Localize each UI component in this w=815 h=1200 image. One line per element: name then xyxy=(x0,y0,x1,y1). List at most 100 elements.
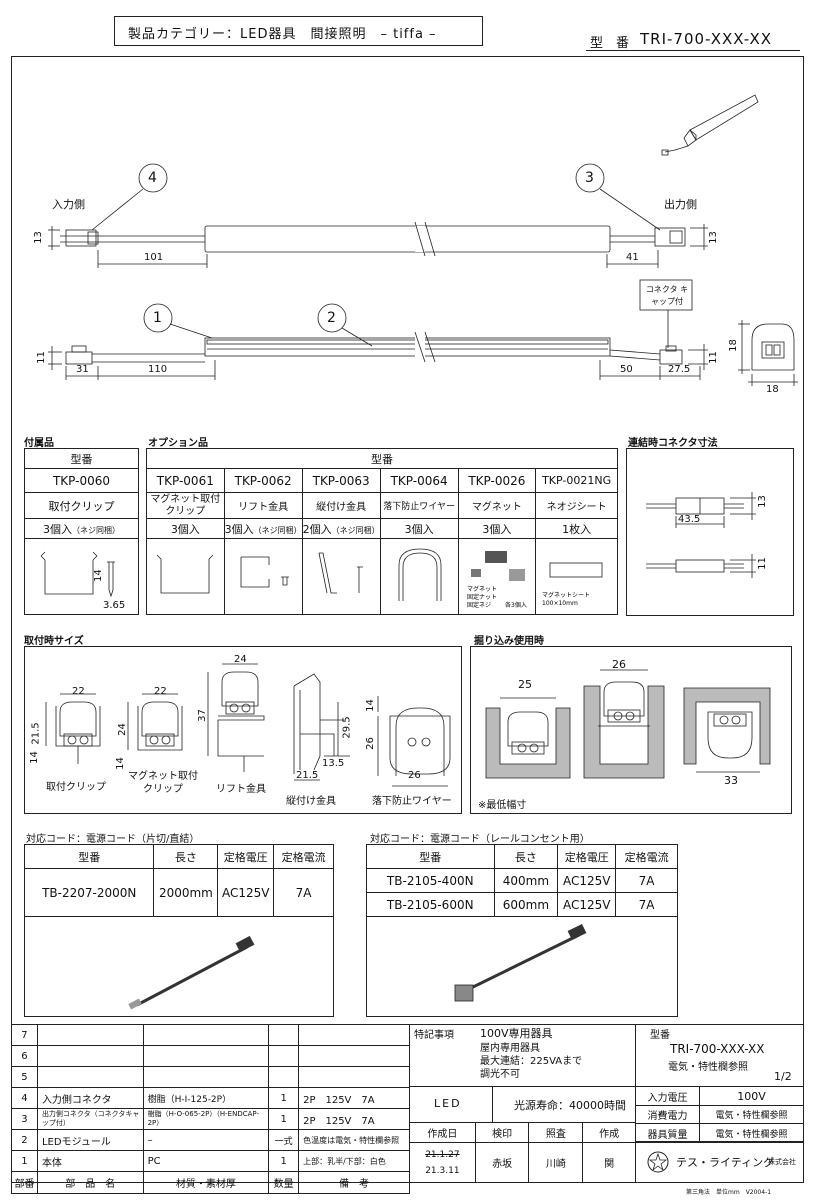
opt-model-0: TKP-0061 xyxy=(146,468,225,493)
part-qty-5 xyxy=(268,1066,300,1088)
parts-h0: 部番 xyxy=(11,1171,38,1194)
main-drawing xyxy=(48,94,798,386)
acc-qty: 3個入 xyxy=(43,522,72,536)
recessed-w26: 26 xyxy=(612,658,626,671)
tb-spec-label-2: 器具質量 xyxy=(635,1123,700,1143)
approval-date-cell: 21.1.27 21.3.11 xyxy=(409,1142,476,1183)
opt-qty-value-3: 3個入 xyxy=(404,522,434,536)
output-side-label: 出力側 xyxy=(664,198,697,211)
acc-dim-14: 14 xyxy=(93,569,104,582)
part-note-5 xyxy=(298,1066,410,1088)
cord-left-r0-c3: 7A xyxy=(273,868,334,917)
recessed-sketch xyxy=(485,669,771,779)
dim-110: 110 xyxy=(148,364,168,375)
part-qty-3: 1 xyxy=(268,1108,300,1130)
mount-magnet-w: 22 xyxy=(154,686,167,697)
part-no-6: 6 xyxy=(11,1045,38,1067)
cord-left-h2: 定格電圧 xyxy=(217,844,275,869)
cord-right-table: 型番 長さ 定格電圧 定格電流 TB-2105-400N 400mm AC125… xyxy=(366,844,678,1017)
recessed-title: 掘り込み使用時 xyxy=(474,636,544,647)
recessed-2 xyxy=(583,669,665,779)
mount-sizes-box xyxy=(24,646,462,814)
tb-ref: 電気・特性欄参照 xyxy=(668,1062,748,1073)
section-w18: 18 xyxy=(766,384,779,395)
balloon-2: 2 xyxy=(327,310,336,326)
cord-left-h3: 定格電流 xyxy=(273,844,334,869)
connector-dims-box xyxy=(626,448,794,616)
opt-name-1: リフト金具 xyxy=(223,492,303,519)
opt-qty-value-5: 1枚入 xyxy=(562,522,592,536)
cord-right-r0-c3: 7A xyxy=(615,868,678,893)
part-mat-2: – xyxy=(142,1129,270,1151)
opt-model-3: TKP-0064 xyxy=(379,468,459,493)
parts-h2: 材質・素材厚 xyxy=(142,1171,270,1194)
section-view xyxy=(738,320,798,386)
mount-lift-h: 37 xyxy=(196,709,208,722)
cord-left-image xyxy=(24,916,334,1017)
part-name-1: 本体 xyxy=(36,1150,144,1172)
sheet-sketch: マグネットシート 100×10mm xyxy=(542,562,603,607)
part-no-1: 1 xyxy=(11,1150,38,1172)
opt-qty-5: 1枚入 xyxy=(535,518,618,539)
accessories-table: 型番 TKP-0060 取付クリップ 3個入（ネジ同梱） 14 3.65 xyxy=(24,448,139,615)
model-underline xyxy=(586,50,800,51)
dim-h13-left: 13 xyxy=(32,231,44,244)
model-number: TRI-700-XXX-XX xyxy=(640,30,773,48)
opt-img-2 xyxy=(301,538,381,615)
category-box xyxy=(114,16,483,46)
part-name-3: 出力側コネクタ（コネクタキャップ付） xyxy=(36,1108,144,1130)
cord-left-r0-c2: AC125V xyxy=(217,868,275,917)
opt-qty-note-2: （ネジ同梱） xyxy=(331,525,380,535)
cord-left-h1: 長さ xyxy=(153,844,219,869)
approval-date: 21.3.11 xyxy=(425,1165,460,1176)
mount-wire-label: 落下防止ワイヤー xyxy=(372,796,452,807)
approval-stamp: 赤坂 xyxy=(474,1142,530,1183)
cord-left-title: 対応コード：電源コード（片切/直結） xyxy=(26,834,200,845)
approval-table: 作成日 検印 照査 作成 21.1.27 21.3.11 赤坂 川崎 関 xyxy=(409,1122,636,1183)
connector-dims-title: 連結時コネクタ寸法 xyxy=(628,438,718,449)
model-label: 型 番 xyxy=(590,36,630,51)
tb-spec-label-0: 入力電圧 xyxy=(635,1086,700,1106)
part-no-5: 5 xyxy=(11,1066,38,1088)
conn-w43-5: 43.5 xyxy=(678,514,701,525)
cord-right-r0-c2: AC125V xyxy=(557,868,617,893)
tb-model-label: 型番 xyxy=(650,1030,670,1041)
part-no-3: 3 xyxy=(11,1108,38,1130)
dim-101: 101 xyxy=(144,252,164,263)
dim-50: 50 xyxy=(620,364,633,375)
cord-right-title: 対応コード：電源コード（レールコンセント用） xyxy=(370,834,590,845)
magnet-sketch: マグネット 固定ナット 固定ネジ 各3個入 xyxy=(467,551,526,609)
cord-left-r0-c0: TB-2207-2000N xyxy=(23,868,155,917)
mount-lift-w: 24 xyxy=(234,654,247,665)
tb-spec-value-1: 電気・特性欄参照 xyxy=(699,1105,804,1124)
opt-qty-value-4: 3個入 xyxy=(482,522,512,536)
dim-41: 41 xyxy=(626,252,639,263)
tb-spec-value-2: 電気・特性欄参照 xyxy=(699,1123,804,1143)
mount-magnet-clip xyxy=(127,693,183,751)
opt-name-0: マグネット取付クリップ xyxy=(146,492,225,519)
opt-img-4: マグネット 固定ナット 固定ネジ 各3個入 xyxy=(457,538,537,615)
approval-author: 関 xyxy=(582,1142,636,1183)
mount-wire-h2: 14 xyxy=(364,699,376,712)
magnet-note-1: 固定ナット xyxy=(467,593,497,601)
mount-wire-h: 26 xyxy=(364,737,376,750)
approval-h3: 作成 xyxy=(582,1122,636,1143)
dim-27-5: 27.5 xyxy=(668,364,691,375)
mount-magnet-h: 24 xyxy=(116,723,128,736)
mount-clip-w: 22 xyxy=(72,686,85,697)
opt-model-1: TKP-0062 xyxy=(223,468,303,493)
notes-line-3: 調光不可 xyxy=(480,1069,520,1080)
cord-left-h0: 型番 xyxy=(23,844,155,869)
approval-date-old: 21.1.27 xyxy=(425,1149,460,1160)
part-qty-1: 1 xyxy=(268,1150,300,1172)
opt-img-5: マグネットシート 100×10mm xyxy=(535,538,618,615)
balloon-3: 3 xyxy=(585,170,594,186)
dim-h11-left: 11 xyxy=(35,351,47,364)
opt-model-5: TKP-0021NG xyxy=(535,468,618,493)
dim-h13-right: 13 xyxy=(707,231,719,244)
connector-dims-sketch xyxy=(646,492,756,578)
parts-h4: 備 考 xyxy=(298,1171,410,1194)
part-mat-1: PC xyxy=(142,1150,270,1172)
opt-header: 型番 xyxy=(146,448,618,469)
mount-sizes-title: 取付時サイズ xyxy=(24,636,84,647)
